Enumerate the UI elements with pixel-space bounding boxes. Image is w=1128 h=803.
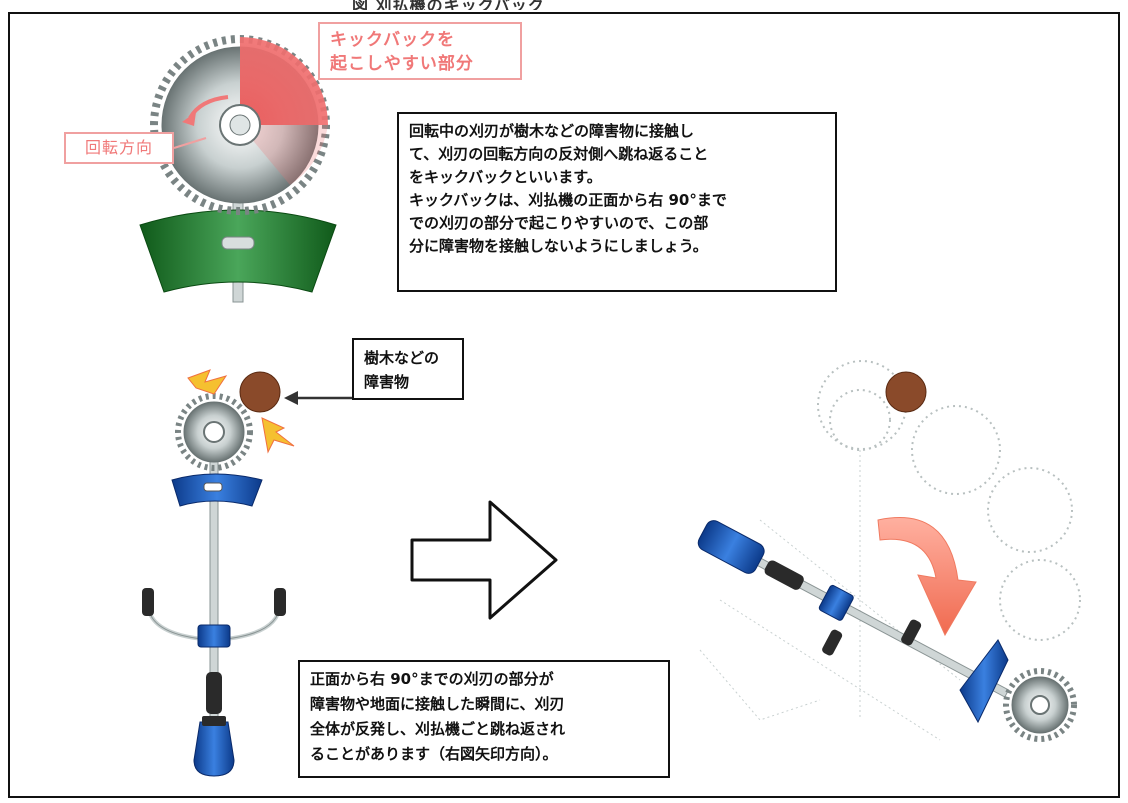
kickback-motion-illustration <box>697 360 1081 742</box>
top-blade-illustration <box>139 35 337 303</box>
result-line-4: ることがあります（右図矢印方向）。 <box>310 745 558 763</box>
trimmer-front-illustration <box>142 393 286 777</box>
obstacle-label-line-1: 樹木などの <box>364 349 440 367</box>
obstacle-label-box: 樹木などの 障害物 <box>352 338 464 400</box>
obstacle-label-line-2: 障害物 <box>364 373 410 391</box>
explanation-line-1: 回転中の刈刃が樹木などの障害物に接触し <box>409 122 695 140</box>
kickback-zone-label-line-2: 起こしやすい部分 <box>330 54 474 74</box>
explanation-line-2: て、刈刃の回転方向の反対側へ跳ね返ること <box>409 145 709 163</box>
explanation-line-5: での刈刃の部分で起こりやすいので、この部 <box>409 214 709 232</box>
obstacle-pointer-arrow <box>284 391 352 405</box>
figure-title: 図 刈払機のキックバック <box>352 0 545 10</box>
impact-spark-icon <box>187 369 295 454</box>
kickback-zone-label: キックバックを 起こしやすい部分 <box>318 22 522 80</box>
figure-frame <box>8 12 1120 798</box>
kickback-danger-zone <box>240 37 328 125</box>
kickback-explanation-box: 回転中の刈刃が樹木などの障害物に接触し て、刈刃の回転方向の反対側へ跳ね返ること… <box>397 112 837 292</box>
explanation-line-3: をキックバックといいます。 <box>409 168 602 186</box>
transition-arrow-icon <box>410 500 558 620</box>
kickback-result-box: 正面から右 90°までの刈刃の部分が 障害物や地面に接触した瞬間に、刈刃 全体が… <box>298 660 670 778</box>
obstacle-icon <box>239 371 281 413</box>
result-line-3: 全体が反発し、刈払機ごと跳ね返され <box>310 720 566 738</box>
result-line-1: 正面から右 90°までの刈刃の部分が <box>310 670 554 688</box>
kickback-zone-label-line-1: キックバックを <box>330 30 456 50</box>
kickback-direction-arrow-icon <box>877 517 977 637</box>
explanation-line-4: キックバックは、刈払機の正面から右 90°まで <box>409 191 727 209</box>
rotation-direction-label: 回転方向 <box>64 132 174 164</box>
result-line-2: 障害物や地面に接触した瞬間に、刈刃 <box>310 695 565 713</box>
explanation-line-6: 分に障害物を接触しないようにしましょう。 <box>409 237 708 255</box>
